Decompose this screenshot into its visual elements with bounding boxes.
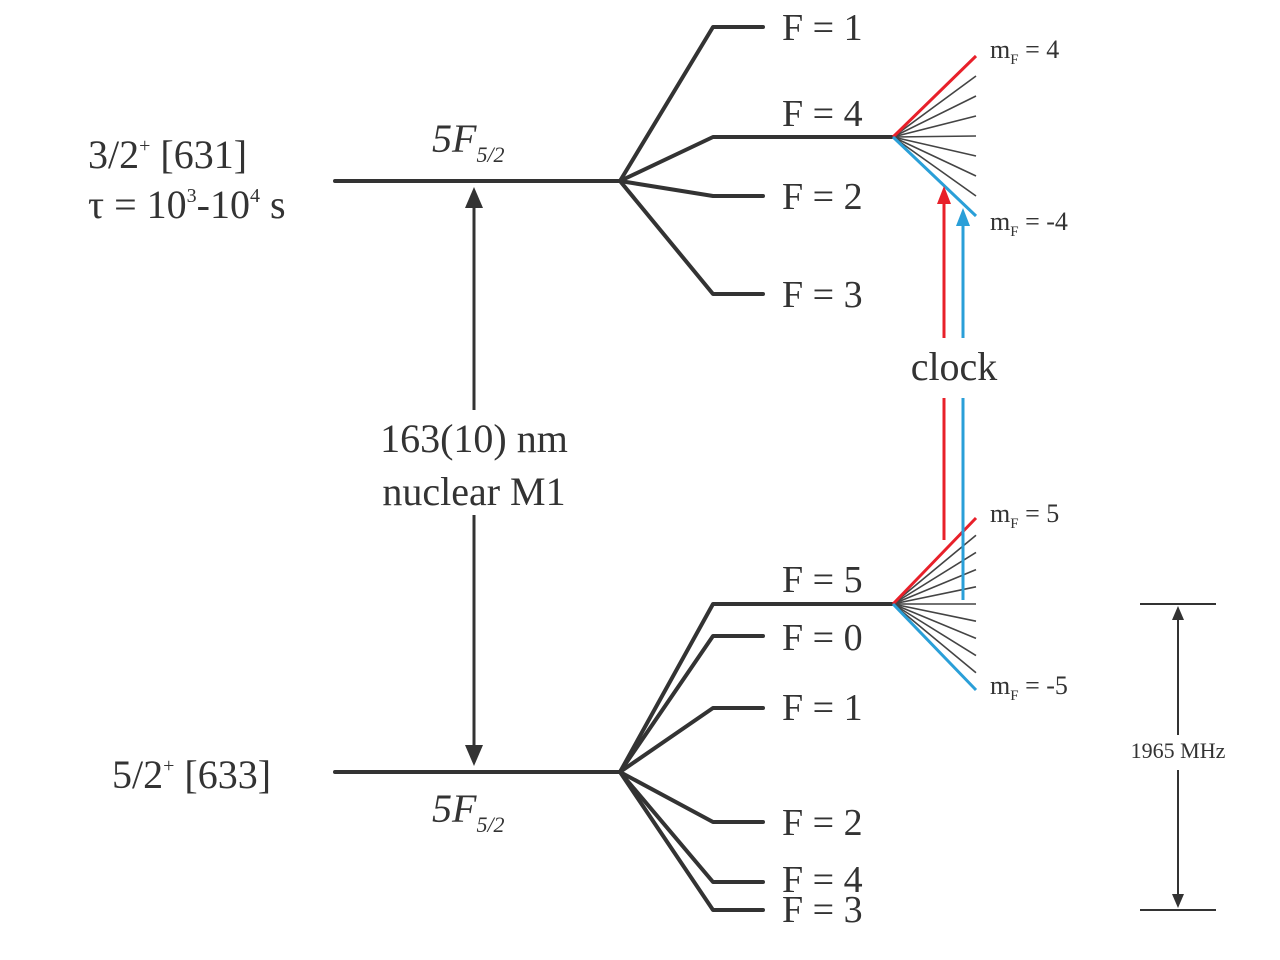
transition-arrowhead-up xyxy=(465,187,483,208)
lower-f-labels: F = 5 F = 0 F = 1 F = 2 F = 4 F = 3 xyxy=(782,559,863,931)
lower-branch-f4 xyxy=(618,770,765,884)
lower-f-label: F = 0 xyxy=(782,617,863,659)
upper-config-label: 5F5/2 xyxy=(432,116,505,167)
lower-f-label: F = 2 xyxy=(782,802,863,844)
span-arrowhead-up xyxy=(1172,606,1184,620)
clock-transition-lines xyxy=(937,186,970,600)
lower-mf-sublevel-line xyxy=(892,603,977,657)
upper-f-label: F = 3 xyxy=(782,274,863,316)
lower-mf-sublevel-line xyxy=(892,603,977,640)
hyperfine-span-label: 1965 MHz xyxy=(1131,738,1226,763)
upper-f-label: F = 1 xyxy=(782,7,863,49)
upper-f-label: F = 2 xyxy=(782,176,863,218)
lower-branch-f0 xyxy=(618,634,765,774)
upper-mf-min-line xyxy=(891,135,978,218)
lower-branch-f3 xyxy=(618,770,765,912)
lower-branch-f5 xyxy=(618,602,895,774)
clock-label: clock xyxy=(911,344,998,389)
lower-f-label: F = 5 xyxy=(782,559,863,601)
upper-mf-sublevel-line xyxy=(892,136,977,197)
nuclear-transition-arrow xyxy=(465,187,483,766)
upper-state-label: 3/2+ [631] xyxy=(88,132,247,177)
lower-f-label: F = 3 xyxy=(782,889,863,931)
transition-wavelength-label: 163(10) nm xyxy=(380,416,568,461)
clock-red-arrowhead xyxy=(937,186,951,204)
upper-mf-sublevel-line xyxy=(892,95,977,138)
upper-mf-max-line xyxy=(891,54,978,139)
upper-mf-top-label: mF = 4 xyxy=(990,35,1059,68)
lower-mf-sublevel-line xyxy=(892,603,977,622)
hyperfine-span-bracket xyxy=(1140,603,1216,911)
lower-f-label: F = 4 xyxy=(782,859,863,901)
upper-branch-f3 xyxy=(618,179,765,296)
lower-mf-sublevel-line xyxy=(892,603,977,674)
lower-branch-f1 xyxy=(618,706,765,774)
transition-type-label: nuclear M1 xyxy=(382,469,565,514)
lower-mf-min-line xyxy=(891,602,978,692)
upper-f-labels: F = 1 F = 4 F = 2 F = 3 xyxy=(782,7,863,316)
lower-hyperfine-branches xyxy=(618,602,895,912)
lower-f-label: F = 1 xyxy=(782,687,863,729)
upper-mf-sublevel-line xyxy=(892,136,977,157)
span-arrowhead-down xyxy=(1172,894,1184,908)
upper-f-label: F = 4 xyxy=(782,93,863,135)
lower-config-label: 5F5/2 xyxy=(432,786,505,837)
lower-mf-bottom-label: mF = -5 xyxy=(990,671,1068,704)
upper-hyperfine-branches xyxy=(618,25,895,296)
upper-mf-sublevel-line xyxy=(892,135,977,138)
transition-arrowhead-down xyxy=(465,745,483,766)
upper-state-labels: 3/2+ [631] τ = 103-104 s 5F5/2 xyxy=(88,116,505,227)
upper-mf-bottom-label: mF = -4 xyxy=(990,207,1068,240)
upper-mf-sublevel-line xyxy=(892,115,977,138)
upper-branch-f1 xyxy=(618,25,765,183)
lower-state-label: 5/2+ [633] xyxy=(112,752,271,797)
upper-mf-sublevel-line xyxy=(892,75,977,138)
upper-zeeman-fan xyxy=(891,54,978,218)
upper-branch-f4 xyxy=(618,135,895,183)
clock-blue-arrowhead xyxy=(956,208,970,226)
upper-state-lifetime: τ = 103-104 s xyxy=(88,182,286,227)
lower-state-labels: 5/2+ [633] 5F5/2 xyxy=(112,752,505,837)
lower-mf-top-label: mF = 5 xyxy=(990,499,1059,532)
lower-branch-f2 xyxy=(618,770,765,824)
upper-mf-sublevel-line xyxy=(892,136,977,177)
upper-branch-f2 xyxy=(618,179,765,198)
